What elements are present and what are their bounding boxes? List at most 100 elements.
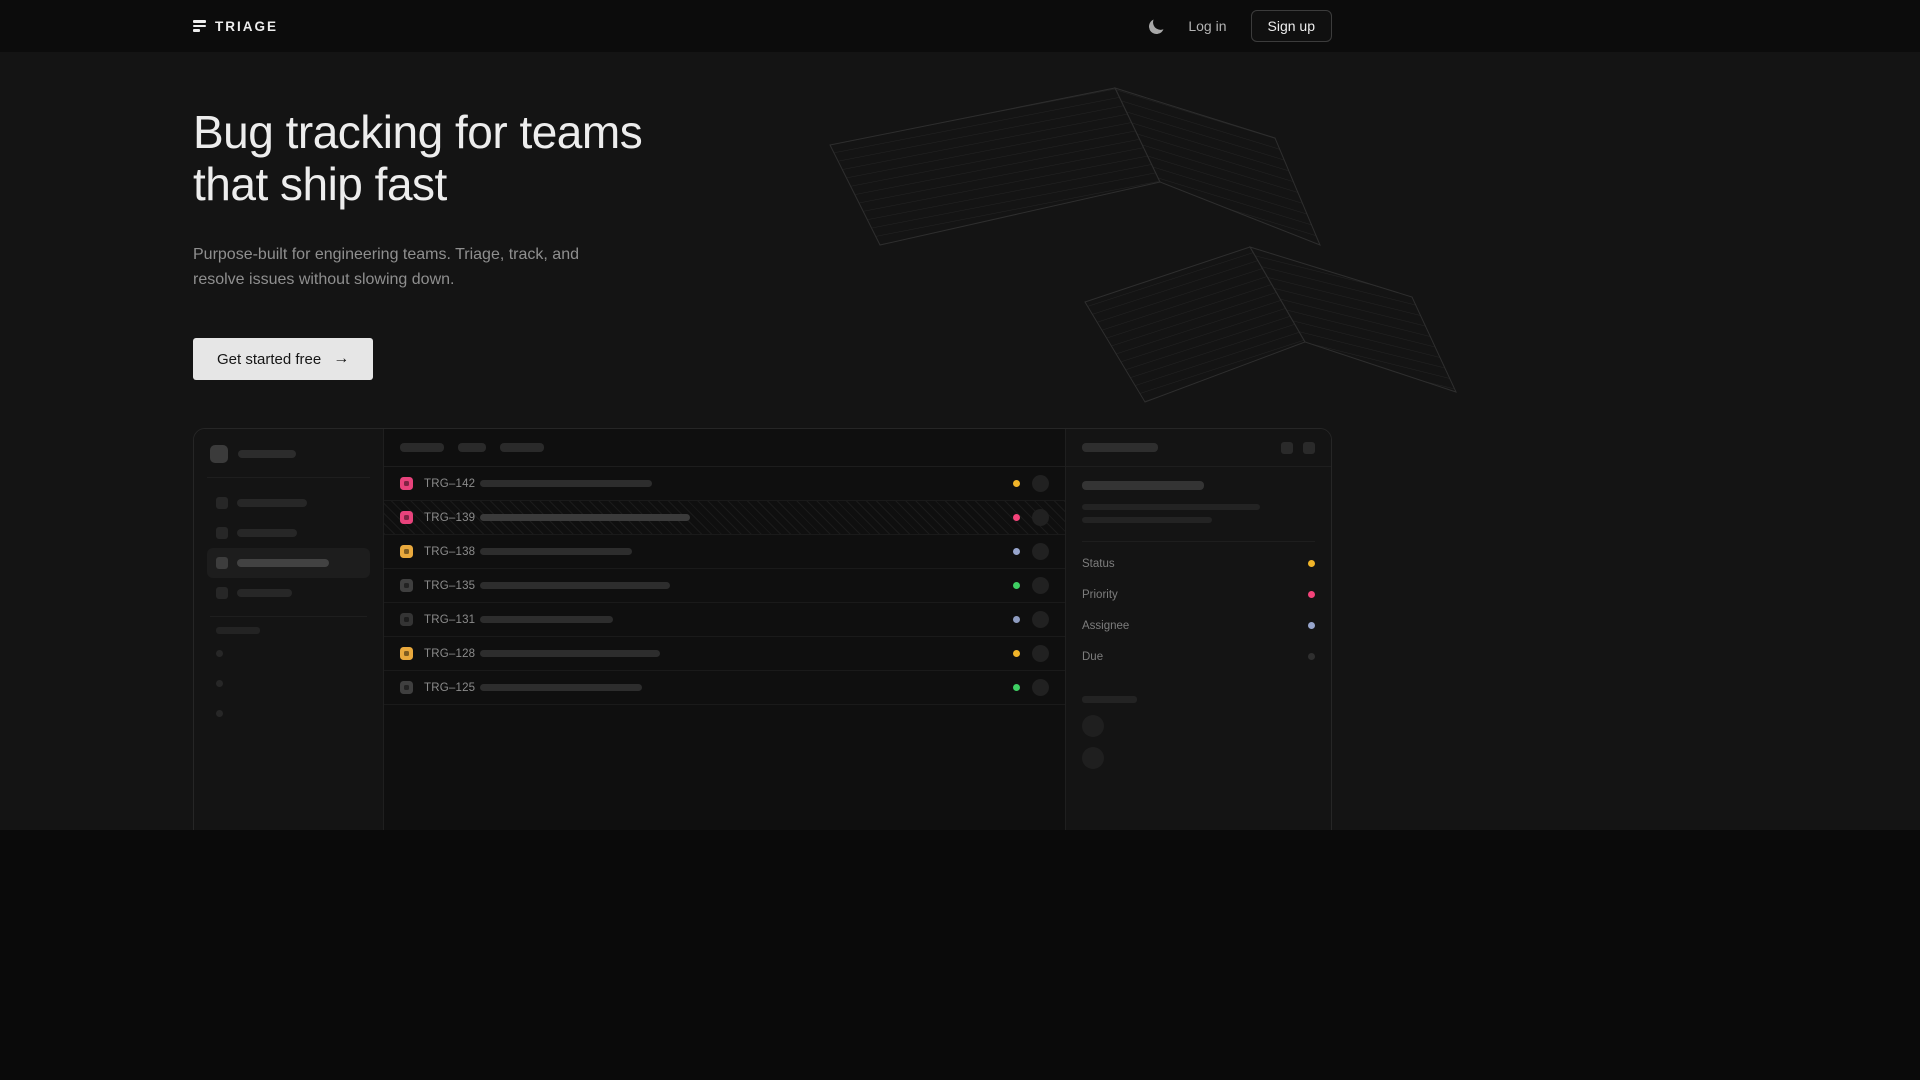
issue-title-skeleton: [480, 582, 670, 589]
issue-row: TRG–125: [384, 671, 1065, 705]
issue-type-icon: [400, 477, 413, 490]
status-dot: [1013, 514, 1020, 521]
arrow-right-icon: →: [333, 350, 350, 367]
sidebar-item: [207, 578, 370, 608]
issue-id: TRG–135: [424, 579, 476, 592]
detail-footer-skeleton: [1082, 696, 1137, 703]
issue-row: TRG–128: [384, 637, 1065, 671]
issue-row: TRG–135: [384, 569, 1065, 603]
title-line-2: that ship fast: [193, 158, 447, 210]
property-row-priority: Priority: [1082, 579, 1315, 610]
property-value-dot: [1308, 591, 1315, 598]
brand-name: TRIAGE: [215, 18, 279, 34]
sidebar-dot: [216, 680, 223, 687]
sidebar-item-skeleton: [237, 529, 297, 537]
issue-list-panel: TRG–142 TRG–139 TRG–138: [384, 429, 1065, 830]
property-value-dot: [1308, 622, 1315, 629]
issue-type-icon: [400, 647, 413, 660]
issue-row: TRG–131: [384, 603, 1065, 637]
sidebar-item-icon: [216, 587, 228, 599]
issue-type-icon: [400, 511, 413, 524]
sidebar-item-active: [207, 548, 370, 578]
issue-title-skeleton: [480, 480, 652, 487]
issue-id: TRG–138: [424, 545, 476, 558]
issue-type-icon: [400, 681, 413, 694]
status-dot: [1013, 684, 1020, 691]
page-title: Bug tracking for teams that ship fast: [193, 106, 833, 210]
triage-logo-icon: [193, 20, 206, 32]
issue-id: TRG–128: [424, 647, 476, 660]
property-label: Priority: [1082, 588, 1118, 601]
assignee-avatar: [1032, 475, 1049, 492]
issue-row-selected: TRG–139: [384, 501, 1065, 535]
hero-section: Bug tracking for teams that ship fast Pu…: [0, 52, 1920, 830]
status-dot: [1013, 650, 1020, 657]
sidebar-item-icon: [216, 497, 228, 509]
issue-title-skeleton: [480, 616, 613, 623]
login-link[interactable]: Log in: [1188, 18, 1227, 34]
wireframe-decoration: [829, 87, 1457, 403]
property-value-dot: [1308, 653, 1315, 660]
assignee-avatar: [1032, 543, 1049, 560]
status-dot: [1013, 616, 1020, 623]
detail-header-skeleton: [1082, 443, 1158, 452]
status-dot: [1013, 480, 1020, 487]
property-row-status: Status: [1082, 548, 1315, 579]
filter-pill-skeleton: [458, 443, 486, 452]
sidebar-item-icon: [216, 557, 228, 569]
property-row-due: Due: [1082, 641, 1315, 672]
preview-sidebar: [194, 429, 384, 830]
property-label: Due: [1082, 650, 1104, 663]
status-dot: [1013, 582, 1020, 589]
detail-text-skeleton: [1082, 517, 1212, 523]
property-value-dot: [1308, 560, 1315, 567]
issue-title-skeleton: [480, 650, 660, 657]
issue-title-skeleton: [480, 548, 632, 555]
get-started-button[interactable]: Get started free →: [193, 338, 374, 380]
assignee-avatar: [1032, 509, 1049, 526]
issue-type-icon: [400, 579, 413, 592]
detail-properties: Status Priority Assignee Due: [1082, 541, 1315, 672]
sidebar-divider: [210, 616, 367, 617]
theme-toggle-moon-icon[interactable]: [1148, 17, 1166, 35]
detail-title-skeleton: [1082, 481, 1204, 490]
assignee-avatar: [1032, 577, 1049, 594]
detail-action-icon: [1303, 441, 1315, 454]
filter-pill-skeleton: [500, 443, 544, 452]
sidebar-item: [207, 488, 370, 518]
cta-label: Get started free: [217, 350, 322, 368]
signup-button[interactable]: Sign up: [1250, 10, 1332, 42]
comment-avatar: [1082, 715, 1104, 737]
filter-pill-skeleton: [400, 443, 444, 452]
assignee-avatar: [1032, 645, 1049, 662]
issue-id: TRG–125: [424, 681, 476, 694]
status-dot: [1013, 548, 1020, 555]
sidebar-item-skeleton: [237, 559, 329, 567]
issue-type-icon: [400, 545, 413, 558]
property-label: Assignee: [1082, 619, 1130, 632]
sidebar-workspace: [207, 443, 370, 478]
sidebar-dot: [216, 650, 223, 657]
footer-band: [0, 830, 1920, 1080]
workspace-avatar: [210, 445, 228, 463]
sidebar-dot: [216, 710, 223, 717]
property-row-assignee: Assignee: [1082, 610, 1315, 641]
issue-title-skeleton: [480, 684, 642, 691]
issue-title-skeleton: [480, 514, 690, 521]
detail-action-icon: [1281, 441, 1293, 454]
hero-subtitle: Purpose-built for engineering teams. Tri…: [193, 246, 579, 288]
property-label: Status: [1082, 557, 1115, 570]
issue-id: TRG–139: [424, 511, 476, 524]
detail-text-skeleton: [1082, 504, 1260, 510]
brand-logo[interactable]: TRIAGE: [193, 19, 278, 34]
issue-row: TRG–138: [384, 535, 1065, 569]
detail-header: [1066, 429, 1331, 467]
assignee-avatar: [1032, 679, 1049, 696]
comment-avatar: [1082, 747, 1104, 769]
issue-list-header: [384, 429, 1065, 467]
workspace-name-skeleton: [238, 450, 296, 458]
assignee-avatar: [1032, 611, 1049, 628]
issue-id: TRG–131: [424, 613, 476, 626]
issue-detail-panel: Status Priority Assignee Due: [1065, 429, 1331, 830]
sidebar-item-icon: [216, 527, 228, 539]
